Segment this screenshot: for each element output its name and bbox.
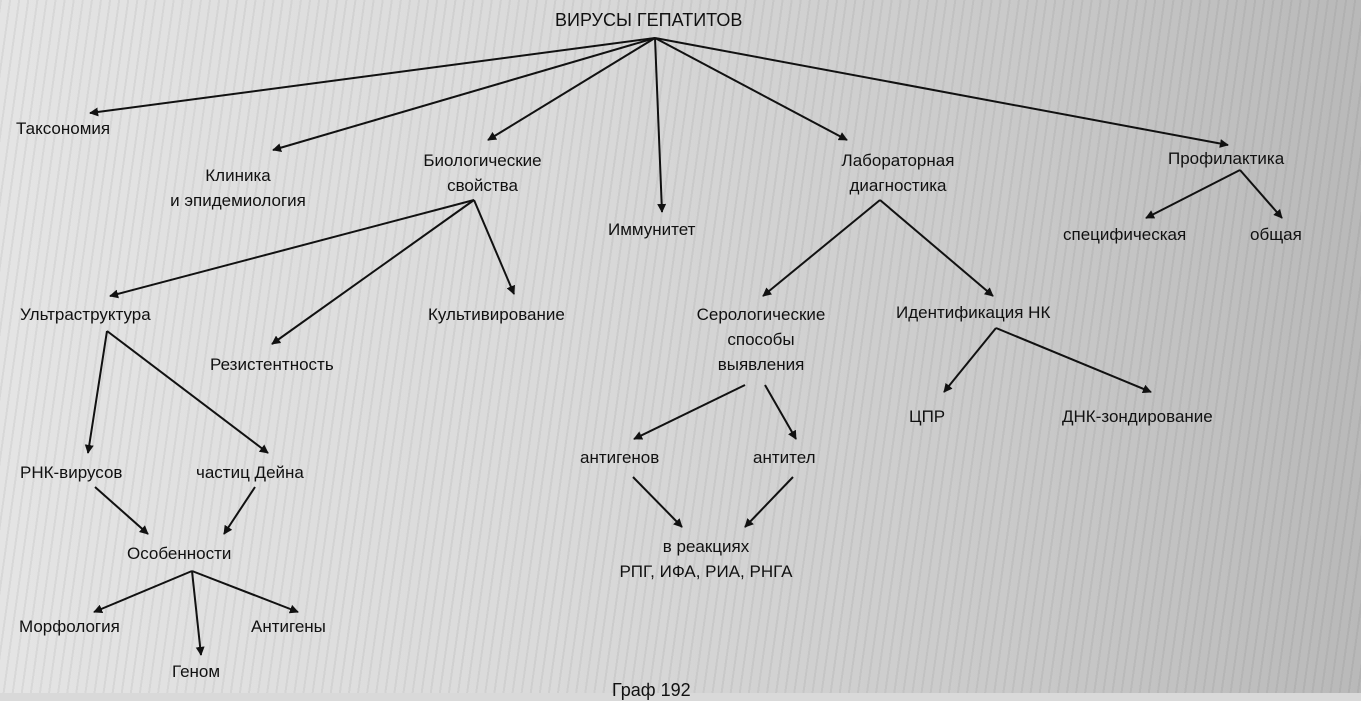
edge-features-genome [191,570,205,656]
edge-root-bio [487,37,656,141]
node-prophylaxis: Профилактика [1168,149,1285,168]
edge-prophylaxis-specific [1145,169,1241,219]
node-reactions: в реакциях РПГ, ИФА, РИА, РНГА [586,536,826,582]
edge-bio-ultrastructure [109,199,475,299]
node-sero-line-3: выявления [717,355,805,374]
edge-root-immunity [654,37,667,213]
edge-nk-dna [995,327,1152,394]
node-clinic-line-2: и эпидемиология [170,191,306,210]
edge-lab-sero [762,199,881,297]
edge-nk-cpr [943,327,997,393]
edge-prophylaxis-general [1239,169,1283,219]
node-bio-line-2: свойства [447,176,518,195]
node-antibodies-detection: антител [753,448,816,467]
edge-antigens-reactions [632,476,683,528]
node-sero-line-1: Серологические [696,305,826,324]
edge-bio-resistance [271,199,475,345]
node-dna-probing: ДНК-зондирование [1062,407,1213,426]
node-resistance: Резистентность [210,355,334,374]
node-serological-methods: Серологические способы выявления [666,304,856,375]
node-reactions-line-2: РПГ, ИФА, РИА, РНГА [619,562,793,581]
node-reactions-line-1: в реакциях [662,537,750,556]
node-sero-line-2: способы [727,330,795,349]
edge-sero-antigens [633,384,746,440]
node-features: Особенности [127,544,232,563]
node-hepatitis-viruses: ВИРУСЫ ГЕПАТИТОВ [555,10,743,30]
edge-rna-features [94,486,149,535]
edge-root-lab [654,37,848,141]
node-ultrastructure: Ультраструктура [20,305,151,324]
node-lab-line-2: диагностика [849,176,947,195]
node-genome: Геном [172,662,221,681]
edge-bio-cultivation [473,199,515,295]
edge-sero-antibodies [764,384,797,440]
node-cpr: ЦПР [909,407,946,426]
node-general: общая [1250,225,1302,244]
edge-root-clinic [272,37,656,153]
figure-caption: Граф 192 [612,680,691,700]
node-biological-properties: Биологические свойства [395,150,570,196]
edge-antibodies-reactions [744,476,794,528]
node-cultivation: Культивирование [428,305,565,324]
node-nk-identification: Идентификация НК [896,303,1051,322]
node-specific: специфическая [1063,225,1187,244]
edge-ultra-rna [84,330,108,454]
node-bio-line-1: Биологические [423,151,542,170]
edge-lab-nk [879,199,994,297]
node-clinic-line-1: Клиника [205,166,271,185]
node-rna-viruses: РНК-вирусов [20,463,123,482]
node-lab-diagnostics: Лабораторная диагностика [808,150,988,196]
node-immunity: Иммунитет [608,220,696,239]
node-morphology: Морфология [19,617,120,636]
edge-features-antigens [191,570,299,614]
node-taxonomy: Таксономия [16,119,111,138]
node-clinic-epidemiology: Клиника и эпидемиология [143,165,333,211]
node-lab-line-1: Лабораторная [841,151,955,170]
edge-ultra-dane [106,330,269,454]
edge-root-taxonomy [89,37,656,117]
node-dane-particles: частиц Дейна [196,463,304,482]
node-antigens-detection: антигенов [580,448,660,467]
edge-dane-features [223,486,256,535]
edge-features-morphology [93,570,193,614]
node-antigens: Антигены [251,617,326,636]
edge-root-prophylaxis [654,37,1229,148]
